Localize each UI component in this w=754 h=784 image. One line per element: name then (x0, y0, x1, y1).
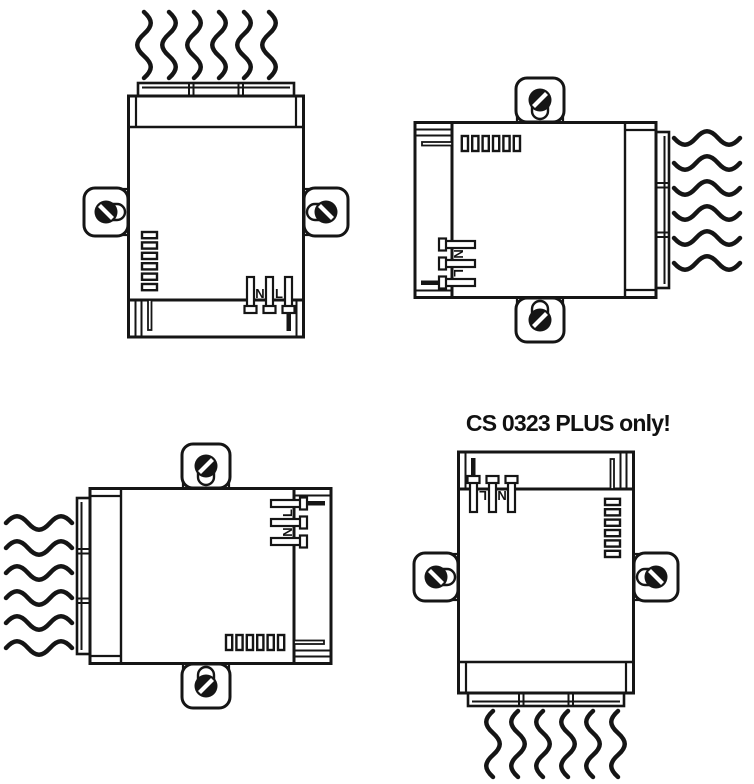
module-bottom-left-heat-left (6, 444, 331, 708)
module-top-right-heat-right (415, 78, 740, 342)
note-label: CS 0323 PLUS only! (466, 410, 670, 436)
module-top-left-heat-up (84, 12, 348, 337)
module-bottom-right-heat-down (414, 452, 678, 777)
